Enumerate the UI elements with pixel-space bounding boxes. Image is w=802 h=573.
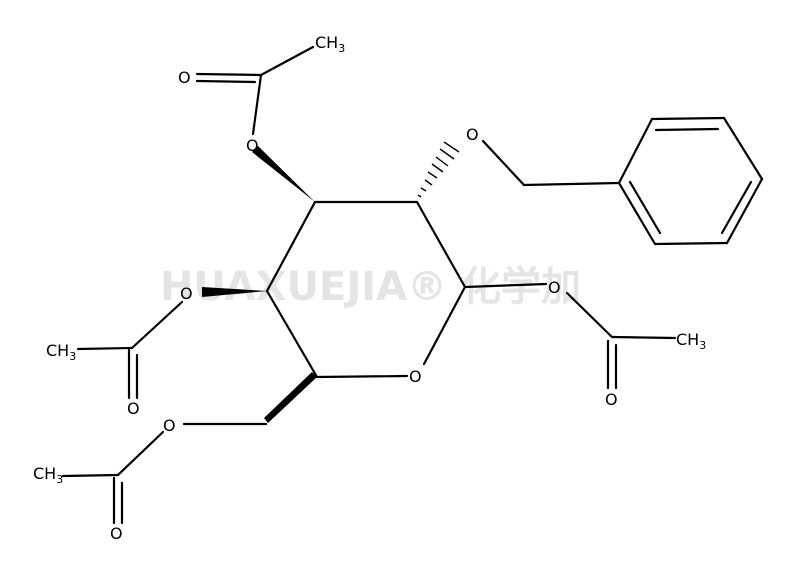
atom-o-c4: O — [180, 284, 193, 303]
bond-o2-ch2 — [481, 139, 526, 187]
atom-o-c6: O — [163, 416, 176, 435]
atom-o-c2: O — [466, 125, 479, 144]
atom-o-c1: O — [548, 278, 561, 297]
bond-carbonyl-ch3-bottom — [61, 473, 120, 478]
bond-ph-inner-a — [654, 127, 720, 132]
watermark: HUAXUEJIA® 化学加 — [160, 264, 581, 310]
bond-ph-inner-c — [628, 180, 662, 235]
methyl-bottom: CH3 — [33, 464, 63, 486]
bond-ch2-phenyl — [522, 181, 621, 187]
methyl-left-subscript: 3 — [69, 350, 76, 363]
bond-ph-6 — [617, 181, 657, 246]
bond-o3-carbonyl — [251, 73, 263, 136]
bond-c4-c3 — [265, 200, 317, 293]
wedge-c3-o — [252, 146, 315, 202]
bond-ph-2 — [650, 116, 726, 121]
atom-o-carbonyl-top: O — [178, 68, 191, 87]
methyl-top-subscript: 3 — [338, 42, 345, 55]
methyl-left-text: CH — [46, 341, 69, 360]
methyl-right-subscript: 3 — [699, 339, 706, 352]
bond-carbonyl-o-top-2 — [195, 79, 257, 84]
bond-o1-carbonyl — [565, 291, 614, 339]
bond-c5-c4 — [265, 289, 319, 379]
atom-o-carbonyl-left: O — [127, 399, 140, 418]
bond-ph-5 — [653, 241, 729, 246]
bond-o6-carbonyl — [116, 430, 165, 477]
methyl-right-text: CH — [676, 330, 699, 349]
bond-carbonyl-ch3-top — [259, 45, 315, 77]
atom-o-carbonyl-bottom: O — [110, 524, 123, 543]
methyl-right: CH3 — [676, 330, 706, 352]
methyl-left: CH3 — [46, 341, 76, 363]
bond-o4-carbonyl — [130, 300, 184, 350]
bond-ph-4 — [725, 177, 764, 245]
methyl-bottom-subscript: 3 — [56, 473, 63, 486]
bond-carbonyl-o-top-1 — [195, 72, 263, 77]
bond-c1-oring — [422, 285, 467, 366]
bond-c1-o1 — [463, 282, 548, 289]
bond-c2-c1 — [415, 200, 467, 289]
bond-oring-c5 — [315, 374, 409, 379]
bond-carbonyl-ch3-right — [610, 335, 677, 340]
bond-ph-inner-b — [720, 180, 753, 235]
atom-o-c3: O — [246, 136, 259, 155]
hashed-wedge-c2-o — [417, 141, 460, 198]
methyl-top: CH3 — [315, 33, 345, 55]
methyl-top-text: CH — [315, 33, 338, 52]
methyl-bottom-text: CH — [33, 464, 56, 483]
bond-carbonyl-ch3-left — [76, 346, 134, 351]
bond-ph-3 — [722, 116, 764, 181]
wedge-c5-c6 — [264, 372, 317, 423]
bond-ph-1 — [617, 117, 654, 185]
atom-o-carbonyl-right: O — [605, 390, 618, 409]
wedge-c4-o — [202, 287, 267, 297]
atom-o-ring: O — [409, 367, 422, 386]
